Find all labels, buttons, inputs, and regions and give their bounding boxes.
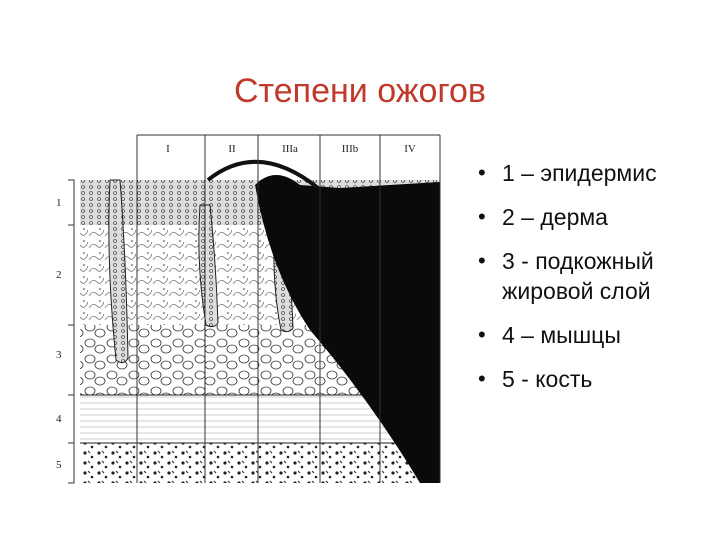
legend-item: 4 – мышцы bbox=[474, 320, 714, 350]
degree-label-3a: IIIa bbox=[282, 143, 298, 155]
legend-item: 2 – дерма bbox=[474, 202, 714, 232]
degree-label-1: I bbox=[166, 143, 170, 155]
legend-item: 3 - подкожный жировой слой bbox=[474, 246, 714, 306]
bone-layer bbox=[80, 443, 440, 483]
degree-lines bbox=[136, 134, 441, 483]
degree-label-group: I II IIIa IIIb IV bbox=[166, 143, 416, 155]
legend-item: 5 - кость bbox=[474, 364, 714, 394]
degree-label-4: IV bbox=[404, 143, 416, 155]
layer-brackets bbox=[68, 179, 75, 484]
layer-number-2: 2 bbox=[56, 269, 62, 281]
legend-item: 1 – эпидермис bbox=[474, 158, 714, 188]
degree-label-2: II bbox=[228, 143, 236, 155]
slide-title: Степени ожогов bbox=[234, 72, 486, 110]
layer-number-1: 1 bbox=[56, 197, 62, 209]
layer-legend: 1 – эпидермис 2 – дерма 3 - подкожный жи… bbox=[474, 158, 714, 408]
degree-label-3b: IIIb bbox=[342, 143, 359, 155]
necrosis-zone bbox=[255, 175, 440, 483]
layer-number-3: 3 bbox=[56, 349, 62, 361]
blister-arc bbox=[206, 159, 320, 190]
layer-number-4: 4 bbox=[56, 413, 62, 425]
layer-number-5: 5 bbox=[56, 459, 62, 471]
burn-depth-diagram: I II IIIa IIIb IV 1 2 3 4 5 bbox=[56, 134, 441, 484]
